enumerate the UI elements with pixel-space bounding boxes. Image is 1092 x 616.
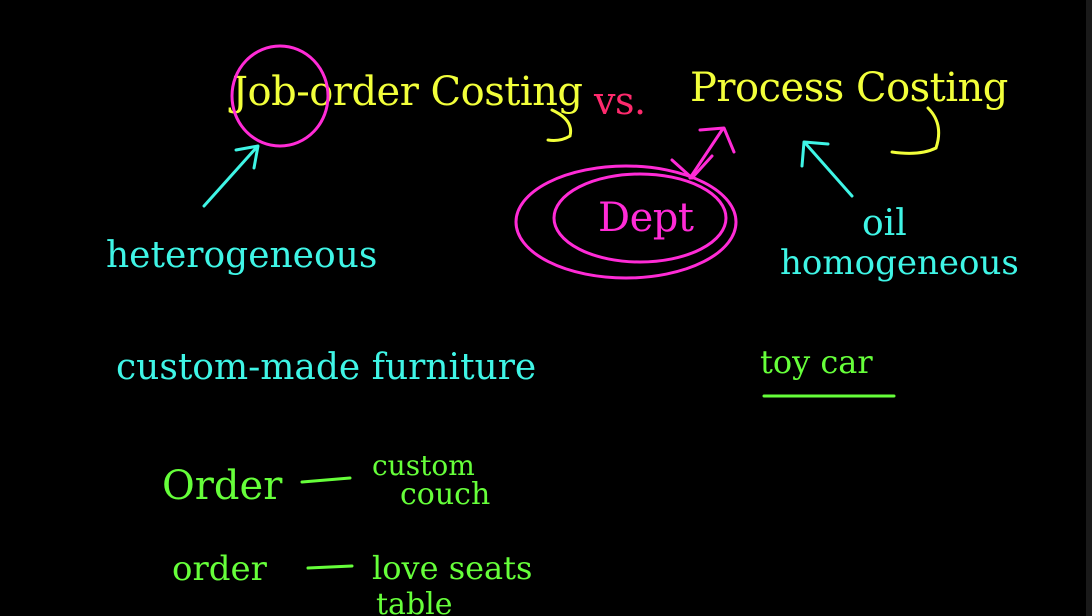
order-2-detail-line2: table: [376, 587, 453, 616]
title-vs: vs.: [594, 79, 646, 123]
dept-outer-ellipse: [514, 164, 738, 280]
order-2-detail-line1: love seats: [372, 549, 533, 587]
oil-label: oil: [862, 203, 907, 244]
heterogeneous-arrowhead: [234, 144, 260, 170]
dept-label: Dept: [598, 195, 694, 241]
order-1-label: Order: [162, 463, 283, 509]
dept-to-process-arrow: [688, 128, 724, 180]
window-edge: [1086, 0, 1092, 616]
dept-inner-ellipse: [552, 172, 728, 264]
title-job-order-costing: Job-order Costing: [232, 69, 583, 115]
order-2-dash: [306, 564, 354, 570]
costing-left-tail: [546, 108, 573, 142]
heterogeneous-arrow: [202, 146, 258, 208]
homogeneous-label: homogeneous: [780, 243, 1019, 283]
oil-arrow: [804, 142, 854, 198]
title-process-costing: Process Costing: [690, 65, 1008, 111]
custom-made-furniture-label: custom-made furniture: [116, 347, 537, 388]
dept-to-process-arrowhead: [698, 126, 736, 154]
toy-car-label: toy car: [760, 343, 873, 381]
order-1-detail-line1: custom: [372, 449, 475, 482]
order-1-detail-line2: couch: [400, 477, 491, 512]
order-2-label: order: [172, 549, 267, 589]
dept-arrow-tail: [670, 154, 714, 180]
heterogeneous-label: heterogeneous: [106, 235, 378, 276]
oil-arrowhead: [800, 140, 830, 168]
job-circle: [230, 44, 330, 148]
order-1-dash: [300, 476, 352, 484]
costing-right-tail: [890, 106, 941, 155]
